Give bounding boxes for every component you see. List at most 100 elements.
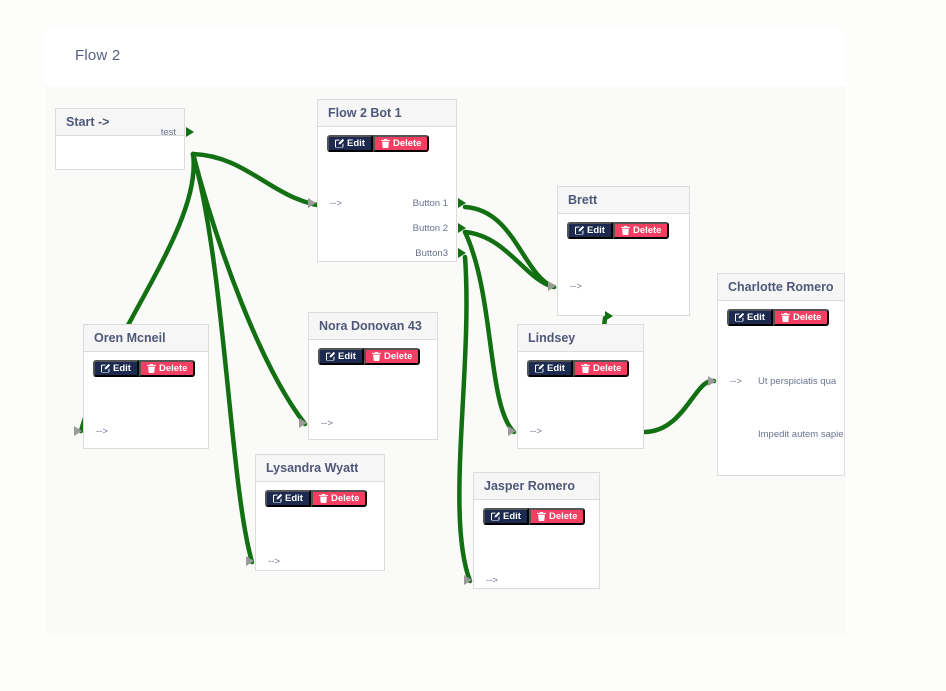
input-endpoint-arrow[interactable] xyxy=(308,198,316,208)
output-endpoint-label[interactable]: Button 2 xyxy=(412,223,448,234)
input-endpoint-arrow[interactable] xyxy=(464,575,472,585)
input-endpoint-label[interactable]: --> xyxy=(570,281,582,292)
node-header[interactable]: Brett xyxy=(558,187,689,214)
output-endpoint-label[interactable]: Button 1 xyxy=(412,198,448,209)
output-endpoint-label[interactable]: Button3 xyxy=(415,248,448,259)
edit-button-label: Edit xyxy=(338,351,356,362)
edit-button-label: Edit xyxy=(747,312,765,323)
delete-button[interactable]: Delete xyxy=(138,360,196,377)
node-header[interactable]: Charlotte Romero xyxy=(718,274,844,301)
delete-button[interactable]: Delete xyxy=(363,348,421,365)
delete-button[interactable]: Delete xyxy=(772,309,830,326)
node-title: Charlotte Romero xyxy=(728,280,834,294)
edit-button[interactable]: Edit xyxy=(318,348,364,365)
input-endpoint-arrow[interactable] xyxy=(299,418,307,428)
node-body: Edit Delete --> xyxy=(309,340,437,439)
node-header[interactable]: Lysandra Wyatt xyxy=(256,455,384,482)
flow-edge[interactable] xyxy=(462,204,557,290)
output-endpoint-text[interactable]: Ut perspiciatis qua xyxy=(758,376,837,387)
trash-icon xyxy=(380,139,390,148)
edit-button[interactable]: Edit xyxy=(727,309,773,326)
flow-edge[interactable] xyxy=(190,151,308,427)
edit-button[interactable]: Edit xyxy=(93,360,139,377)
delete-button[interactable]: Delete xyxy=(310,490,368,507)
output-endpoint-text[interactable]: Impedit autem sapie xyxy=(758,429,844,440)
output-endpoint-arrow[interactable] xyxy=(186,127,194,137)
output-endpoint-arrow[interactable] xyxy=(458,198,466,208)
node-title: Brett xyxy=(568,193,598,207)
input-endpoint-label[interactable]: --> xyxy=(268,556,280,567)
output-endpoint-label[interactable]: test xyxy=(160,127,176,138)
node-title: Lysandra Wyatt xyxy=(266,461,359,475)
delete-button-label: Delete xyxy=(383,351,413,362)
input-endpoint-label[interactable]: --> xyxy=(321,418,333,429)
flow-node-nora[interactable]: Nora Donovan 43 Edit Delete --> xyxy=(308,312,438,440)
delete-button[interactable]: Delete xyxy=(572,360,630,377)
node-header[interactable]: Flow 2 Bot 1 xyxy=(318,100,456,127)
input-endpoint-label[interactable]: --> xyxy=(486,575,498,586)
input-endpoint-arrow[interactable] xyxy=(548,281,556,291)
node-header[interactable]: Jasper Romero xyxy=(474,473,599,500)
output-endpoint-arrow[interactable] xyxy=(458,223,466,233)
edit-button[interactable]: Edit xyxy=(327,135,373,152)
output-endpoint-arrow[interactable] xyxy=(458,248,466,258)
delete-button[interactable]: Delete xyxy=(612,222,670,239)
input-endpoint-arrow[interactable] xyxy=(708,376,716,386)
flow-edge[interactable] xyxy=(190,151,335,210)
pencil-edit-icon xyxy=(491,512,500,521)
node-action-buttons: Edit Delete xyxy=(265,490,368,507)
pencil-edit-icon xyxy=(326,352,335,361)
trash-icon xyxy=(580,364,590,373)
delete-button[interactable]: Delete xyxy=(528,508,586,525)
flow-edge[interactable] xyxy=(462,229,517,435)
edit-button[interactable]: Edit xyxy=(527,360,573,377)
input-endpoint-arrow[interactable] xyxy=(246,556,254,566)
input-endpoint-arrow[interactable] xyxy=(508,426,516,436)
input-endpoint-label[interactable]: --> xyxy=(730,376,742,387)
input-endpoint-label[interactable]: --> xyxy=(330,198,342,209)
node-action-buttons: Edit Delete xyxy=(318,348,421,365)
flow-node-flow2bot1[interactable]: Flow 2 Bot 1 Edit Delete --> Button 1 Button … xyxy=(317,99,457,262)
pencil-edit-icon xyxy=(735,313,744,322)
input-endpoint-arrow[interactable] xyxy=(74,426,82,436)
edit-button[interactable]: Edit xyxy=(567,222,613,239)
node-header[interactable]: Lindsey xyxy=(518,325,643,352)
node-body: Edit Delete --> xyxy=(474,500,599,588)
input-endpoint-label[interactable]: --> xyxy=(96,426,108,437)
node-title: Nora Donovan 43 xyxy=(319,319,422,333)
node-header[interactable]: Start -> xyxy=(56,109,184,136)
delete-button[interactable]: Delete xyxy=(372,135,430,152)
trash-icon xyxy=(371,352,381,361)
node-action-buttons: Edit Delete xyxy=(483,508,586,525)
input-endpoint-label[interactable]: --> xyxy=(530,426,542,437)
flow-edge[interactable] xyxy=(457,254,473,584)
edit-button[interactable]: Edit xyxy=(483,508,529,525)
node-header[interactable]: Nora Donovan 43 xyxy=(309,313,437,340)
flow-header-card: Flow 2 xyxy=(45,30,845,86)
pencil-edit-icon xyxy=(535,364,544,373)
edit-button[interactable]: Edit xyxy=(265,490,311,507)
node-action-buttons: Edit Delete xyxy=(327,135,430,152)
node-header[interactable]: Oren Mcneil xyxy=(84,325,208,352)
edit-button-label: Edit xyxy=(113,363,131,374)
flow-node-start[interactable]: Start ->test xyxy=(55,108,185,170)
delete-button-label: Delete xyxy=(548,511,578,522)
flow-edge[interactable] xyxy=(642,378,717,435)
flow-edge[interactable] xyxy=(462,229,557,290)
node-body: Edit Delete --> Button 1 Button 2 Button3 xyxy=(318,127,456,261)
delete-button-label: Delete xyxy=(158,363,188,374)
trash-icon xyxy=(536,512,546,521)
pencil-edit-icon xyxy=(273,494,282,503)
delete-button-label: Delete xyxy=(392,138,422,149)
delete-button-label: Delete xyxy=(330,493,360,504)
